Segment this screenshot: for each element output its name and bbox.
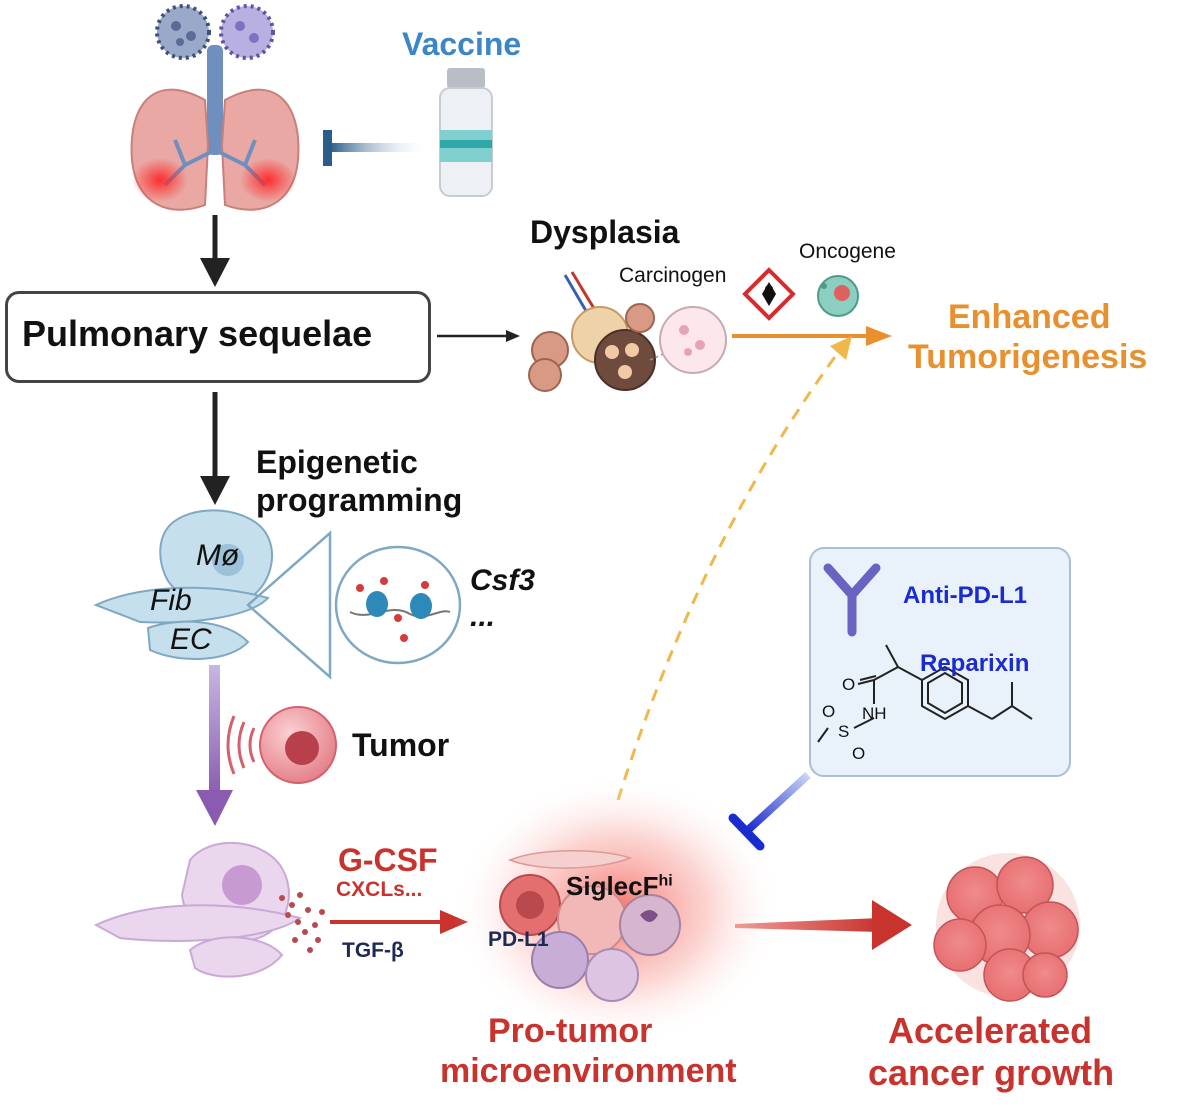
enhanced-tumorigenesis-line1: Enhanced	[948, 298, 1111, 336]
vaccine-label: Vaccine	[402, 26, 522, 62]
virus-icon-1	[155, 4, 211, 60]
carcinogen-hazard-icon	[742, 267, 796, 321]
vaccine-vial-icon	[439, 68, 493, 197]
carcinogen-label: Carcinogen	[619, 264, 727, 287]
tgfb-label: TGF-β	[342, 939, 404, 962]
dashed-arrow-to-tumorigenesis	[616, 336, 852, 801]
therapy-inhibition-arrow	[728, 772, 811, 851]
therapy-box	[809, 547, 1071, 777]
chem-atom-o-carbonyl: O	[842, 675, 856, 694]
pro-tumor-line2: microenvironment	[440, 1052, 737, 1090]
chem-atom-nh: NH	[862, 704, 887, 723]
virus-icon-2	[219, 4, 275, 60]
pro-tumor-line1: Pro-tumor	[488, 1012, 653, 1050]
siglecf-superscript: hi	[658, 872, 673, 890]
reparixin-structure	[817, 644, 1033, 743]
arrow-dysplasia-to-tumorigenesis	[732, 326, 892, 346]
epigenetic-programming-line2: programming	[256, 482, 463, 518]
pdl1-label: PD-L1	[488, 928, 549, 951]
siglecf-label: SiglecFhi	[566, 871, 673, 902]
cell-label-fibroblast: Fib	[150, 584, 192, 617]
csf3-label: Csf3	[470, 564, 536, 597]
secreting-cells-illustration	[93, 841, 325, 978]
arrow-cells-to-secretion	[196, 665, 233, 826]
csf3-ellipsis: ...	[470, 600, 496, 633]
chem-atom-o-sulfonyl-2: O	[852, 744, 866, 763]
chem-atom-s: S	[838, 722, 850, 741]
anti-pdl1-label: Anti-PD-L1	[903, 582, 1027, 609]
accelerated-growth-line1: Accelerated	[888, 1010, 1093, 1051]
epigenetic-programming-line1: Epigenetic	[256, 444, 418, 480]
vaccine-inhibition-arrow	[323, 130, 430, 166]
antibody-icon	[823, 563, 881, 637]
tumor-label: Tumor	[352, 727, 450, 763]
pulmonary-sequelae-label: Pulmonary sequelae	[22, 313, 373, 354]
oncogene-label: Oncogene	[799, 240, 896, 263]
enhanced-tumorigenesis-line2: Tumorigenesis	[908, 338, 1148, 376]
siglecf-base: SiglecF	[566, 871, 659, 901]
arrow-secretion-to-microenvironment	[330, 910, 468, 934]
cell-label-endothelial: EC	[170, 623, 212, 656]
pro-tumor-microenvironment-glow	[453, 775, 783, 1045]
cell-label-macrophage: Mø	[196, 539, 240, 572]
arrow-microenvironment-to-growth	[735, 900, 912, 950]
dysplasia-label: Dysplasia	[530, 214, 680, 250]
accelerated-growth-line2: cancer growth	[868, 1052, 1115, 1093]
stromal-cells-illustration	[93, 509, 273, 660]
chromatin-circle	[334, 545, 462, 665]
arrow-sequelae-to-cells	[200, 392, 230, 505]
tumor-mass-icon	[933, 853, 1080, 1002]
arrow-sequelae-to-dysplasia	[437, 330, 520, 342]
dysplasia-illustration	[528, 271, 727, 392]
zoom-triangle	[246, 530, 332, 680]
oncogene-cell-icon	[817, 275, 859, 317]
chem-atom-o-sulfonyl-1: O	[822, 702, 836, 721]
lungs-icon	[130, 45, 300, 211]
tumor-cell-icon	[226, 706, 337, 784]
pulmonary-sequelae-box	[5, 291, 431, 383]
arrow-lungs-to-sequelae	[200, 215, 230, 287]
gcsf-label: G-CSF	[338, 842, 438, 878]
reparixin-label: Reparixin	[920, 650, 1030, 677]
cxcls-label: CXCLs...	[336, 878, 423, 901]
